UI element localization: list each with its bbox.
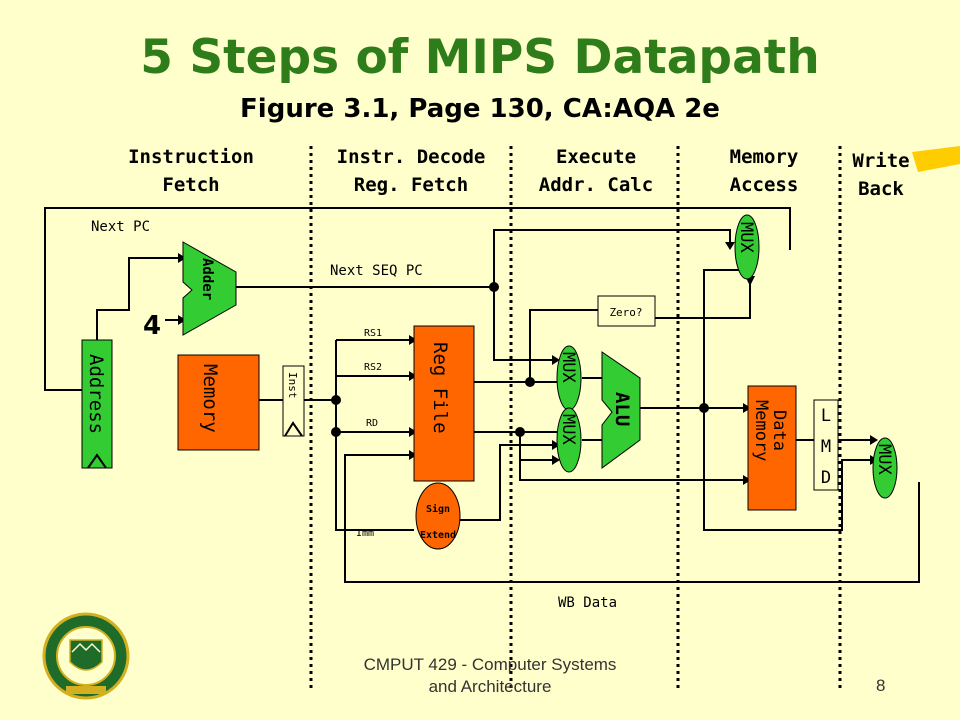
mux-label-4: MUX — [874, 444, 894, 475]
footer-course: CMPUT 429 - Computer Systems and Archite… — [310, 654, 670, 698]
address-register: Address — [81, 339, 113, 469]
slide-title: 5 Steps of MIPS Datapath — [140, 30, 820, 85]
wires — [44, 207, 920, 583]
lmd-l: L — [821, 406, 831, 426]
stage-id-line1: Instr. Decode — [337, 146, 486, 168]
pc-mux: MUX — [734, 214, 760, 280]
stage-if-line2: Fetch — [162, 174, 219, 196]
data-memory: Data Memory — [747, 385, 797, 511]
footer-line-1: CMPUT 429 - Computer Systems — [363, 655, 617, 674]
inst-label: Inst — [286, 372, 299, 399]
lmd-register: L M D — [813, 399, 839, 491]
rd-label: RD — [366, 418, 378, 429]
stage-mem-line2: Access — [730, 174, 799, 196]
alu-mux-bottom: MUX — [556, 407, 582, 473]
zero-label: Zero? — [609, 306, 642, 319]
mux-label-1: MUX — [558, 352, 578, 383]
university-logo — [42, 612, 130, 700]
stage-wb-line1: Write — [852, 150, 909, 172]
adder-label: Adder — [199, 258, 215, 300]
rs1-label: RS1 — [364, 328, 382, 339]
stage-ex-line1: Execute — [556, 146, 636, 168]
next-pc-label: Next PC — [91, 219, 150, 235]
lmd-m: M — [821, 437, 831, 457]
address-label: Address — [85, 354, 107, 434]
zero-check: Zero? — [597, 295, 656, 327]
page-number: 8 — [876, 676, 886, 695]
alu-mux-top: MUX — [556, 345, 582, 411]
instruction-memory: Memory — [177, 354, 260, 451]
stage-id-line2: Reg. Fetch — [354, 174, 468, 196]
rs2-label: RS2 — [364, 362, 382, 373]
stage-ex-line2: Addr. Calc — [539, 174, 653, 196]
slide-subtitle: Figure 3.1, Page 130, CA:AQA 2e — [240, 94, 720, 124]
footer-line-2: and Architecture — [428, 677, 552, 696]
adder: Adder — [182, 241, 237, 336]
lmd-d: D — [821, 468, 831, 488]
constant-four: 4 — [143, 311, 161, 341]
accent-swoosh — [912, 146, 960, 172]
sign-extend-label-2: Extend — [420, 530, 456, 541]
register-file: Reg File — [413, 325, 475, 482]
reg-file-label: Reg File — [429, 342, 451, 434]
next-seq-pc-label: Next SEQ PC — [330, 263, 423, 279]
wb-data-label: WB Data — [558, 595, 617, 611]
alu: ALU — [601, 351, 641, 469]
data-memory-label-2: Memory — [751, 400, 771, 461]
data-memory-label-1: Data — [769, 410, 789, 451]
junction-dots — [331, 282, 709, 437]
alu-label: ALU — [611, 392, 633, 426]
stage-mem-line1: Memory — [730, 146, 799, 168]
mux-label-3: MUX — [736, 222, 756, 253]
imm-label: Imm — [356, 528, 374, 539]
stage-if-line1: Instruction — [128, 146, 254, 168]
stage-wb-line2: Back — [858, 178, 904, 200]
inst-register: Inst — [282, 365, 305, 437]
mux-label-2: MUX — [558, 414, 578, 445]
wb-mux: MUX — [872, 437, 898, 499]
memory-label: Memory — [199, 364, 221, 433]
sign-extend-label-1: Sign — [426, 503, 450, 515]
sign-extend: Sign Extend — [415, 482, 461, 550]
